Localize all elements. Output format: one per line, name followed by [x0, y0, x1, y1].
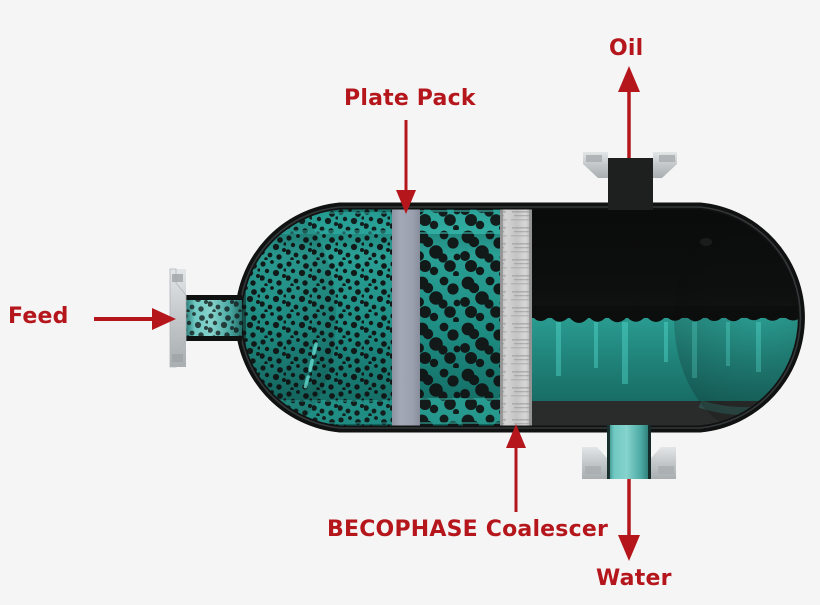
oil-arrow — [618, 66, 640, 158]
label-water: Water — [596, 566, 672, 591]
label-feed: Feed — [8, 304, 69, 329]
label-plate-pack: Plate Pack — [344, 86, 476, 111]
feed-arrow — [94, 308, 176, 330]
vessel-outline — [235, 202, 805, 433]
becophase-coalescer-element — [500, 206, 532, 429]
oil-outlet-nozzle — [583, 152, 677, 210]
feed-inlet-nozzle — [169, 268, 242, 368]
plate-pack-arrow — [396, 120, 416, 214]
water-flange — [582, 447, 607, 479]
label-oil: Oil — [609, 36, 644, 61]
water-outlet-nozzle — [582, 425, 676, 479]
annotation-arrows — [94, 66, 640, 561]
plate-pack-element — [392, 206, 420, 429]
water-arrow — [618, 479, 640, 561]
coalescer-arrow — [506, 424, 526, 512]
coalesced-droplet-zone — [420, 206, 500, 429]
label-becophase-coalescer: BECOPHASE Coalescer — [327, 517, 609, 542]
